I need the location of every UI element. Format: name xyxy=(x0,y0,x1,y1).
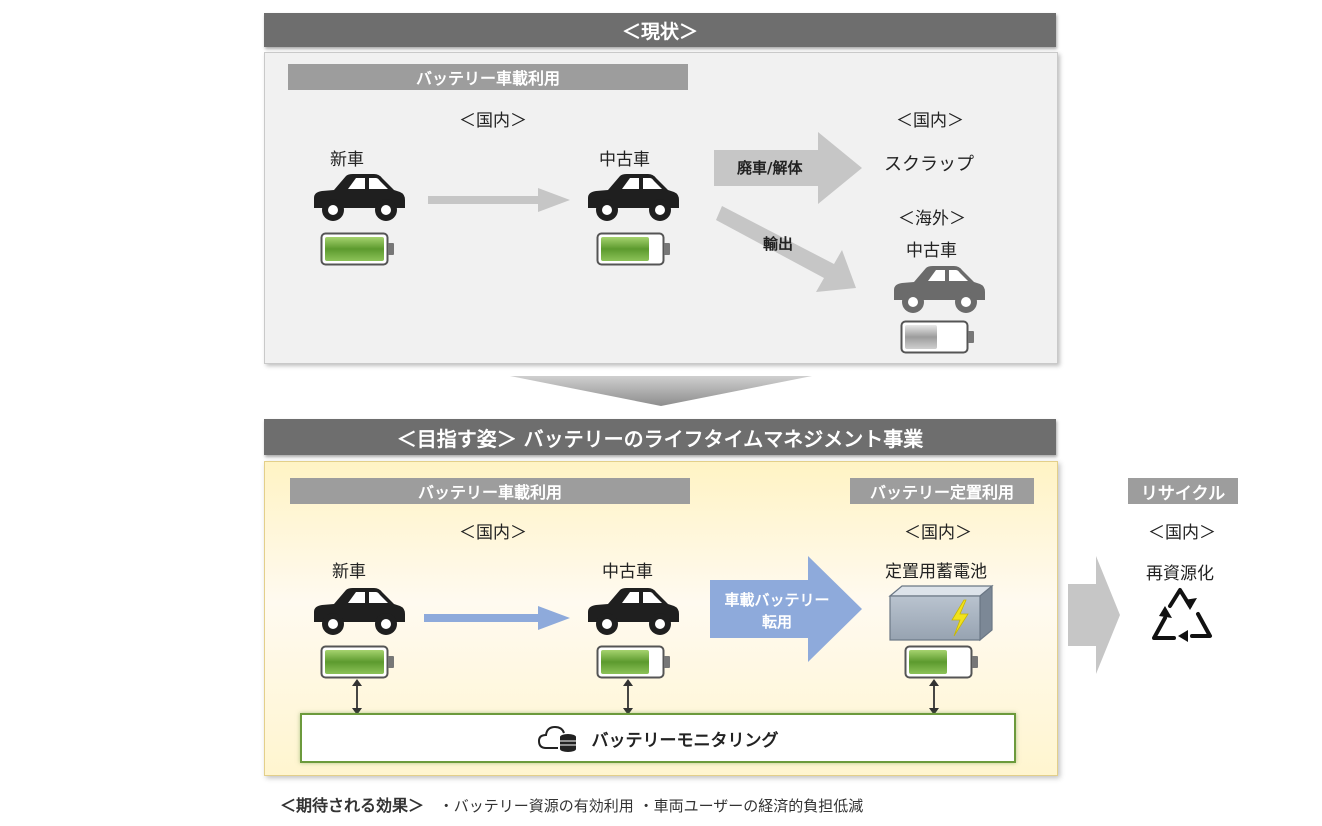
arrow-transfer xyxy=(710,556,862,662)
monitoring-box: バッテリーモニタリング xyxy=(300,713,1016,763)
transition-chevron xyxy=(510,376,812,406)
car-icon xyxy=(582,584,682,636)
arrow-scrap xyxy=(714,132,862,204)
current-domestic-right-label: ＜国内＞ xyxy=(896,111,964,131)
scrap-arrow-label: 廃車/解体 xyxy=(737,159,803,177)
arrow-new-to-used-future xyxy=(424,606,570,630)
effects-items: ・バッテリー資源の有効利用 ・車両ユーザーの経済的負担低減 xyxy=(438,797,864,815)
transfer-line1: 車載バッテリー xyxy=(724,591,830,609)
connector-used-car xyxy=(623,679,633,715)
arrow-new-to-used xyxy=(428,188,570,212)
current-used-car-label: 中古車 xyxy=(599,150,650,170)
recycle-domestic-label: ＜国内＞ xyxy=(1148,523,1216,543)
arrow-export xyxy=(716,206,856,292)
lightning-icon xyxy=(951,599,969,637)
future-header: ＜目指す姿＞ バッテリーのライフタイムマネジメント事業 xyxy=(264,419,1056,455)
battery-icon xyxy=(904,645,978,679)
connector-new-car xyxy=(352,679,362,715)
future-domestic-left-label: ＜国内＞ xyxy=(459,523,527,543)
car-icon xyxy=(582,170,682,222)
future-domestic-right-label: ＜国内＞ xyxy=(904,523,972,543)
current-subhead-vehicle: バッテリー車載利用 xyxy=(288,64,688,90)
current-header: ＜現状＞ xyxy=(264,13,1056,47)
scrap-label: スクラップ xyxy=(884,154,974,175)
future-subhead-vehicle: バッテリー車載利用 xyxy=(290,478,690,504)
monitoring-label: バッテリーモニタリング xyxy=(591,730,779,751)
overseas-label: ＜海外＞ xyxy=(898,209,966,229)
connector-storage xyxy=(929,679,939,715)
future-subhead-stationary: バッテリー定置利用 xyxy=(850,478,1034,504)
cloud-database-icon xyxy=(537,725,576,752)
car-icon xyxy=(308,584,408,636)
battery-icon xyxy=(596,645,670,679)
current-new-car-label: 新車 xyxy=(330,150,364,170)
future-used-car-label: 中古車 xyxy=(602,562,653,582)
recycle-label: 再資源化 xyxy=(1146,564,1214,584)
overseas-used-car-label: 中古車 xyxy=(906,241,957,261)
battery-icon xyxy=(320,645,394,679)
recycle-icon xyxy=(1152,588,1212,642)
battery-icon xyxy=(900,320,974,354)
recycle-subhead: リサイクル xyxy=(1128,478,1238,504)
storage-label: 定置用蓄電池 xyxy=(885,562,987,582)
effects-line: ＜期待される効果＞ ・バッテリー資源の有効利用 ・車両ユーザーの経済的負担低減 xyxy=(280,792,863,816)
effects-title: ＜期待される効果＞ xyxy=(280,796,425,815)
export-arrow-label: 輸出 xyxy=(763,235,794,253)
storage-battery-box xyxy=(888,584,994,642)
car-icon xyxy=(308,170,408,222)
future-new-car-label: 新車 xyxy=(332,562,366,582)
transfer-line2: 転用 xyxy=(761,613,792,631)
battery-icon xyxy=(320,232,394,266)
current-domestic-left-label: ＜国内＞ xyxy=(459,111,527,131)
arrow-to-recycle xyxy=(1068,556,1120,674)
car-icon xyxy=(888,262,988,314)
battery-icon xyxy=(596,232,670,266)
